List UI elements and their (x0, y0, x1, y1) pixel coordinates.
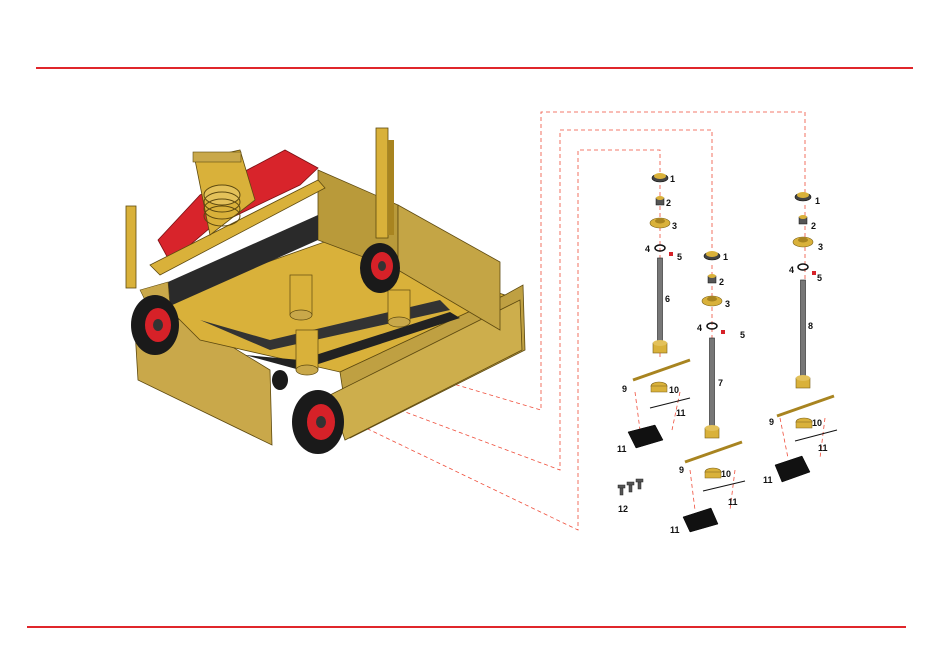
part-label: 1 (670, 174, 675, 184)
part-label: 11 (818, 443, 828, 453)
spindle-2-bearing-hole (707, 297, 717, 302)
spindle-3-bearing-hole (798, 238, 808, 243)
spindle-2-nut-top (708, 274, 716, 278)
spindle-2-block (683, 508, 718, 532)
part-label: 9 (769, 417, 774, 427)
bolts-label: 12 (618, 504, 628, 514)
part-label: 10 (812, 418, 822, 428)
spindle-1-guide (650, 398, 690, 408)
spindle-2-cap-top (706, 251, 718, 257)
spindle-assemblies (628, 173, 837, 532)
spindle-1-cap-top (654, 173, 666, 179)
part-label: 3 (725, 299, 730, 309)
part-label: 2 (666, 198, 671, 208)
bolt-icons (618, 479, 643, 495)
spindle-3-blade-bar (777, 396, 834, 416)
part-label: 3 (672, 221, 677, 231)
part-label: 4 (789, 265, 794, 275)
part-label: 11 (670, 525, 680, 535)
spindle-1-nut-top (656, 196, 664, 200)
part-label: 10 (721, 469, 731, 479)
spindle-2-shaft (710, 338, 715, 428)
part-label: 5 (677, 252, 682, 262)
spindle-1-blade-bar (633, 360, 690, 380)
part-label: 2 (811, 221, 816, 231)
part-label: 11 (676, 408, 686, 418)
spindle-1-hub-top (653, 340, 667, 346)
part-label: 5 (817, 273, 822, 283)
part-label: 3 (818, 242, 823, 252)
part-label: 11 (728, 497, 738, 507)
spindle-3-hub-top (796, 375, 810, 381)
spindle-2-blade-hub-side (705, 472, 721, 478)
spindle-3-blade-hub-side (796, 422, 812, 428)
part-label: 4 (697, 323, 702, 333)
part-label: 11 (763, 475, 773, 485)
spindle-3-washer (798, 264, 808, 270)
post-right (376, 128, 388, 238)
spindle-3-shaft (801, 280, 806, 378)
wheel-rear-left (292, 390, 344, 454)
spindle-3-guide (795, 430, 837, 441)
assembly-1-labels: 1 2 3 4 5 6 9 10 11 11 (617, 174, 686, 454)
spindle-1-bearing-hole (655, 219, 665, 224)
part-label: 6 (665, 294, 670, 304)
part-label: 9 (679, 465, 684, 475)
spindle-2-key (721, 330, 725, 334)
part-label: 2 (719, 277, 724, 287)
part-label: 5 (740, 330, 745, 340)
part-label: 1 (723, 252, 728, 262)
spindle-2-guide (703, 481, 745, 491)
part-label: 10 (669, 385, 679, 395)
part-label: 7 (718, 378, 723, 388)
wheel-rear-right (272, 370, 288, 390)
spindle-3-nut-top (799, 215, 807, 219)
assembly-2-labels: 1 2 3 4 5 7 9 10 11 11 (670, 252, 745, 535)
bolts-group: 12 (618, 479, 643, 514)
part-label: 8 (808, 321, 813, 331)
spindle-1-block (628, 425, 663, 448)
wheel-front-left (131, 295, 179, 355)
wheel-front-right (360, 243, 400, 293)
post-left (126, 206, 136, 288)
spindle-3-block (775, 456, 810, 482)
spindle-3-cap-top (797, 192, 809, 198)
spindle-1-blade-hub-side (651, 386, 667, 392)
part-label: 11 (617, 444, 627, 454)
spindle-1-key (669, 252, 673, 256)
part-label: 9 (622, 384, 627, 394)
mower-deck (126, 128, 525, 454)
part-label: 4 (645, 244, 650, 254)
spindle-2-blade-bar (685, 442, 742, 462)
spindle-3-key (812, 271, 816, 275)
spindle-2-hub-top (705, 425, 719, 431)
spindle-1-shaft (658, 258, 663, 343)
part-label: 1 (815, 196, 820, 206)
